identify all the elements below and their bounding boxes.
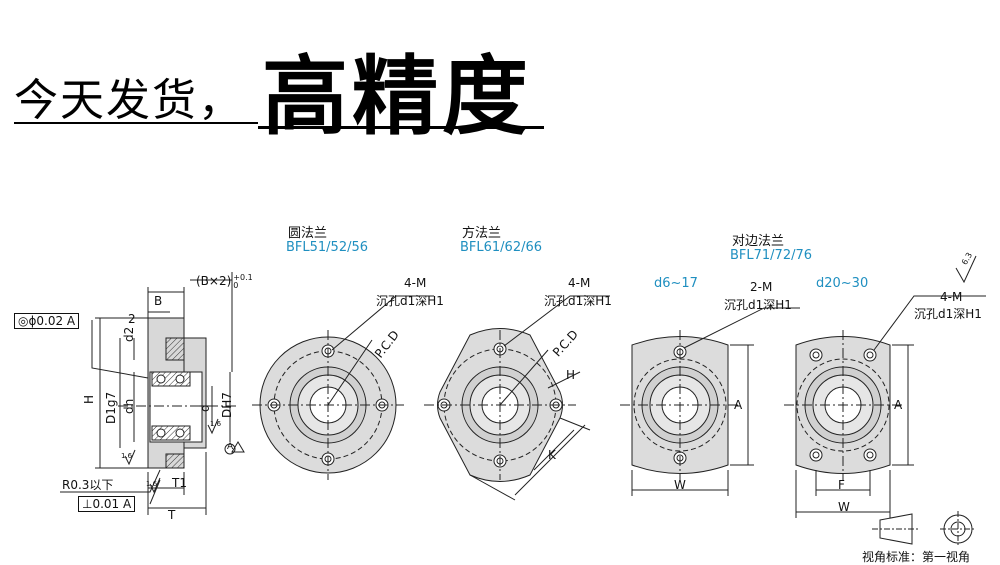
opposite-flange-small-view bbox=[620, 307, 800, 496]
round-flange-code: BFL51/52/56 bbox=[286, 240, 369, 255]
opposite-small-hole-label: 2-M bbox=[750, 280, 773, 294]
dim-dh-label: dh bbox=[122, 398, 136, 414]
opposite-large-hole-desc: 沉孔d1深H1 bbox=[914, 307, 982, 321]
dim-B-label: B bbox=[154, 294, 163, 308]
opposite-large-dim-F: F bbox=[838, 478, 845, 492]
opposite-large-dim-A: A bbox=[894, 398, 903, 412]
roughness-1: 1.6 bbox=[121, 452, 133, 460]
dim-DH7-label: DH7 bbox=[220, 392, 234, 418]
roughness-2: 1.6 bbox=[210, 420, 222, 428]
opposite-small-dim-A: A bbox=[734, 398, 743, 412]
coaxiality-tolerance-frame: ◎ϕ0.02 A bbox=[14, 313, 80, 329]
dim-2-label: 2 bbox=[128, 312, 136, 326]
opposite-large-dim-W: W bbox=[838, 500, 850, 514]
dim-d-label: d bbox=[198, 404, 212, 412]
projection-symbol bbox=[872, 511, 976, 547]
dim-H-label: H bbox=[82, 394, 96, 404]
opposite-small-range: d6~17 bbox=[654, 276, 698, 291]
opposite-flange-large-view bbox=[784, 295, 986, 518]
square-flange-code: BFL61/62/66 bbox=[460, 240, 543, 255]
opposite-flange-caption: 对边法兰 bbox=[732, 234, 785, 249]
banner-big-text: 高精度 bbox=[262, 46, 532, 147]
square-dim-K: K bbox=[548, 448, 556, 462]
chamfer-label: R0.3以下 bbox=[62, 478, 114, 492]
opposite-large-range: d20~30 bbox=[816, 276, 869, 291]
roughness-3: 1.6 bbox=[146, 480, 158, 488]
square-hole-label: 4-M bbox=[568, 276, 591, 290]
square-hole-desc: 沉孔d1深H1 bbox=[544, 294, 612, 308]
square-flange-caption: 方法兰 bbox=[462, 226, 502, 241]
round-hole-label: 4-M bbox=[404, 276, 427, 290]
square-flange-view bbox=[424, 295, 610, 501]
round-flange-view bbox=[252, 295, 434, 480]
dim-d2-label: d2 bbox=[122, 326, 136, 342]
side-section-view bbox=[60, 272, 245, 515]
banner-underline-big bbox=[258, 126, 544, 129]
opposite-large-hole-label: 4-M bbox=[940, 290, 963, 304]
round-flange-caption: 圆法兰 bbox=[288, 226, 328, 241]
square-dim-H: H bbox=[566, 368, 576, 382]
banner-small-text: 今天发货， bbox=[14, 75, 244, 126]
dim-T-label: T bbox=[168, 508, 176, 522]
dim-T1-label: T1 bbox=[172, 476, 187, 490]
banner-underline-small bbox=[14, 122, 258, 124]
dim-D1-label: D1g7 bbox=[104, 391, 118, 424]
opposite-small-hole-desc: 沉孔d1深H1 bbox=[724, 298, 792, 312]
projection-label: 视角标准：第一视角 bbox=[862, 550, 971, 564]
roughness-symbol bbox=[955, 255, 977, 284]
perpendicularity-tolerance-frame: ⊥0.01 A bbox=[78, 496, 136, 512]
opposite-flange-code: BFL71/72/76 bbox=[730, 248, 813, 263]
round-hole-desc: 沉孔d1深H1 bbox=[376, 294, 444, 308]
opposite-small-dim-W: W bbox=[674, 478, 686, 492]
datum-A-label: A bbox=[227, 442, 234, 452]
perpendicularity-tolerance-text: ⊥0.01 A bbox=[82, 497, 132, 511]
coaxiality-tolerance-text: ◎ϕ0.02 A bbox=[18, 314, 76, 328]
